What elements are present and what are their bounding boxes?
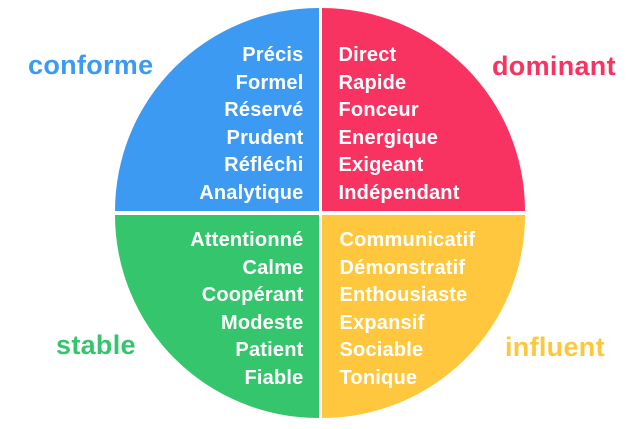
- trait-word: Energique: [338, 126, 439, 149]
- trait-word: Rapide: [338, 71, 407, 94]
- trait-word: Modeste: [220, 311, 304, 334]
- trait-word: Tonique: [339, 366, 418, 389]
- trait-word: Enthousiaste: [339, 284, 468, 306]
- trait-word: Patient: [235, 339, 304, 361]
- trait-word: Réservé: [224, 99, 304, 121]
- trait-word: Attentionné: [190, 229, 304, 251]
- trait-word: Expansif: [339, 311, 425, 334]
- trait-word: Exigeant: [338, 154, 424, 176]
- trait-word: Fiable: [244, 366, 304, 389]
- trait-word: Démonstratif: [339, 256, 466, 279]
- label-stable: stable: [56, 330, 136, 360]
- trait-word: Formel: [235, 71, 304, 94]
- trait-word: Communicatif: [339, 229, 476, 251]
- trait-word: Sociable: [339, 339, 424, 361]
- trait-word: Direct: [338, 44, 397, 66]
- trait-word: Calme: [242, 256, 304, 279]
- trait-word: Précis: [242, 44, 304, 66]
- trait-word: Indépendant: [338, 181, 460, 204]
- trait-word: Coopérant: [201, 284, 304, 306]
- trait-word: Fonceur: [338, 99, 419, 121]
- trait-word: Réfléchi: [224, 154, 304, 176]
- label-conforme: conforme: [28, 50, 154, 80]
- label-dominant: dominant: [492, 51, 616, 81]
- label-influent: influent: [505, 332, 605, 362]
- trait-word: Analytique: [199, 181, 304, 204]
- trait-word: Prudent: [226, 126, 304, 149]
